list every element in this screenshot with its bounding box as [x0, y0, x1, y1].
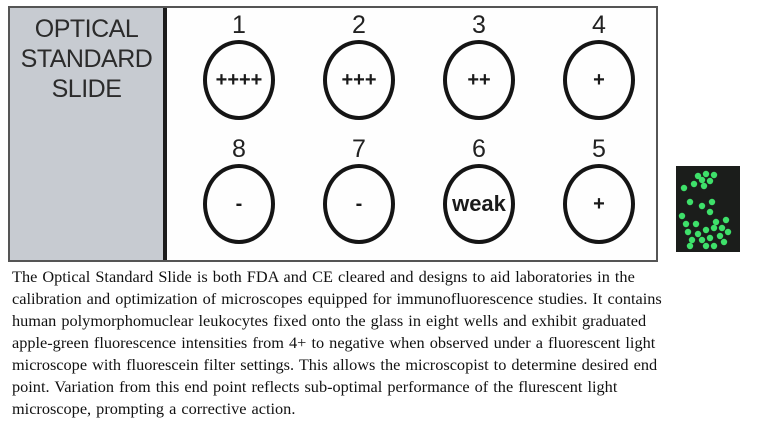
fluorescent-cell: [684, 228, 692, 236]
micrograph-canvas: [678, 170, 732, 250]
description-line: The Optical Standard Slide is both FDA a…: [12, 267, 635, 286]
well-circle: +: [563, 40, 635, 120]
fluorescent-cell: [702, 170, 710, 178]
well-2: 2 +++: [318, 12, 400, 120]
well-3: 3 ++: [438, 12, 520, 120]
fluorescent-cell: [706, 177, 714, 185]
fluorescent-cell: [708, 198, 716, 206]
slide-label-panel: OPTICAL STANDARD SLIDE: [10, 8, 167, 260]
slide-title-line: SLIDE: [51, 75, 122, 103]
well-circle: weak: [443, 164, 515, 244]
well-4: 4 +: [558, 12, 640, 120]
well-circle: ++++: [203, 40, 275, 120]
fluorescent-cell: [686, 198, 694, 206]
fluorescent-cell: [694, 230, 702, 238]
well-number: 7: [352, 135, 366, 163]
fluorescent-cell: [678, 212, 686, 220]
well-1: 1 ++++: [198, 12, 280, 120]
fluorescent-cell: [694, 172, 702, 180]
well-circle: +: [563, 164, 635, 244]
fluorescent-cell: [702, 226, 710, 234]
fluorescence-micrograph: [676, 166, 740, 252]
fluorescent-cell: [702, 242, 710, 250]
fluorescent-cell: [698, 202, 706, 210]
well-circle: +++: [323, 40, 395, 120]
description-paragraph: The Optical Standard Slide is both FDA a…: [12, 266, 772, 420]
description-line: microscope with fluorescein filter setti…: [12, 355, 658, 374]
well-number: 3: [472, 11, 486, 39]
slide-title-line: STANDARD: [20, 45, 153, 73]
well-6: 6 weak: [438, 136, 520, 244]
fluorescent-cell: [686, 242, 694, 250]
fluorescent-cell: [682, 220, 690, 228]
description-line: apple-green fluorescence intensities fro…: [12, 333, 656, 352]
description-line: calibration and optimization of microsco…: [12, 289, 662, 308]
optical-standard-slide: OPTICAL STANDARD SLIDE 1 ++++ 2 +++ 3 ++…: [8, 6, 658, 262]
well-number: 5: [592, 135, 606, 163]
fluorescent-cell: [688, 236, 696, 244]
slide-title: OPTICAL STANDARD SLIDE: [10, 14, 163, 104]
fluorescent-cell: [680, 184, 688, 192]
fluorescent-cell: [712, 218, 720, 226]
fluorescent-cell: [716, 232, 724, 240]
well-number: 6: [472, 135, 486, 163]
well-number: 8: [232, 135, 246, 163]
well-7: 7 -: [318, 136, 400, 244]
well-5: 5 +: [558, 136, 640, 244]
fluorescent-cell: [706, 208, 714, 216]
well-number: 4: [592, 11, 606, 39]
fluorescent-cell: [698, 176, 706, 184]
well-number: 1: [232, 11, 246, 39]
fluorescent-cell: [692, 220, 700, 228]
fluorescent-cell: [724, 228, 732, 236]
fluorescent-cell: [710, 171, 718, 179]
fluorescent-cell: [722, 216, 730, 224]
fluorescent-cell: [700, 182, 708, 190]
fluorescent-cell: [710, 242, 718, 250]
fluorescent-cell: [718, 224, 726, 232]
well-circle: ++: [443, 40, 515, 120]
well-circle: -: [203, 164, 275, 244]
well-circle: -: [323, 164, 395, 244]
fluorescent-cell: [706, 234, 714, 242]
fluorescent-cell: [690, 180, 698, 188]
slide-title-line: OPTICAL: [34, 15, 139, 43]
description-line: microscope, prompting a corrective actio…: [12, 399, 296, 418]
fluorescent-cell: [698, 236, 706, 244]
well-number: 2: [352, 11, 366, 39]
fluorescent-cell: [720, 238, 728, 246]
description-line: human polymorphomuclear leukocytes fixed…: [12, 311, 647, 330]
description-line: point. Variation from this end point ref…: [12, 377, 618, 396]
fluorescent-cell: [710, 224, 718, 232]
well-8: 8 -: [198, 136, 280, 244]
